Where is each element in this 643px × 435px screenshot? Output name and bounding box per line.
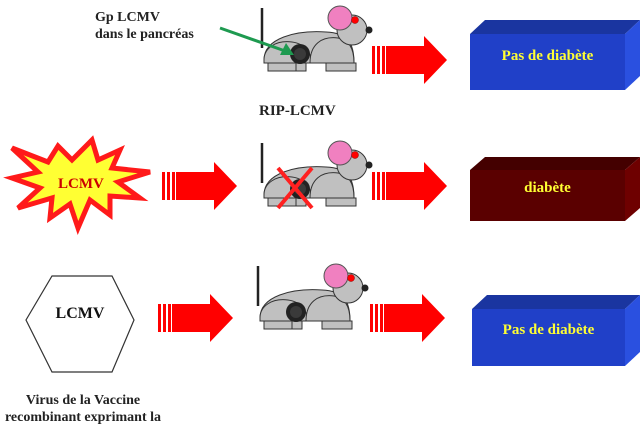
lcmv-hexagon-label: LCMV bbox=[55, 305, 105, 322]
vaccinia-caption: Virus de la Vaccine recombinant expriman… bbox=[0, 392, 166, 426]
rip-lcmv-caption: RIP-LCMV bbox=[259, 103, 336, 119]
destroyed-pancreas-x-icon bbox=[276, 166, 314, 210]
row3-mouse bbox=[256, 262, 370, 331]
vaccinia-caption-line1: Virus de la Vaccine bbox=[25, 393, 141, 408]
row2-arrow bbox=[162, 162, 237, 210]
row1-outcome-text: Pas de diabète bbox=[501, 48, 594, 64]
row3-outcome-box bbox=[472, 295, 640, 366]
row2-arrow-out bbox=[372, 162, 447, 210]
gp-lcmv-annotation: Gp LCMV dans le pancréas bbox=[95, 9, 194, 43]
row2-outcome-text: diabète bbox=[524, 180, 571, 196]
row3-outcome-text: Pas de diabète bbox=[502, 322, 595, 338]
row2-mouse bbox=[260, 139, 374, 208]
row1-arrow bbox=[372, 36, 447, 84]
row2-outcome-box bbox=[470, 157, 640, 221]
row1-outcome-box bbox=[470, 20, 640, 90]
row3-arrow bbox=[158, 294, 233, 342]
vaccinia-hexagon bbox=[25, 275, 135, 373]
lcmv-burst-label: LCMV bbox=[58, 176, 104, 192]
vaccinia-caption-line2: recombinant exprimant la bbox=[4, 410, 162, 425]
green-pointer-arrow bbox=[219, 26, 294, 55]
annotation-line2: dans le pancréas bbox=[95, 27, 194, 42]
annotation-line1: Gp LCMV bbox=[95, 10, 160, 25]
row3-arrow-out bbox=[370, 294, 445, 342]
lcmv-burst bbox=[3, 135, 151, 236]
row1-mouse bbox=[260, 4, 374, 73]
